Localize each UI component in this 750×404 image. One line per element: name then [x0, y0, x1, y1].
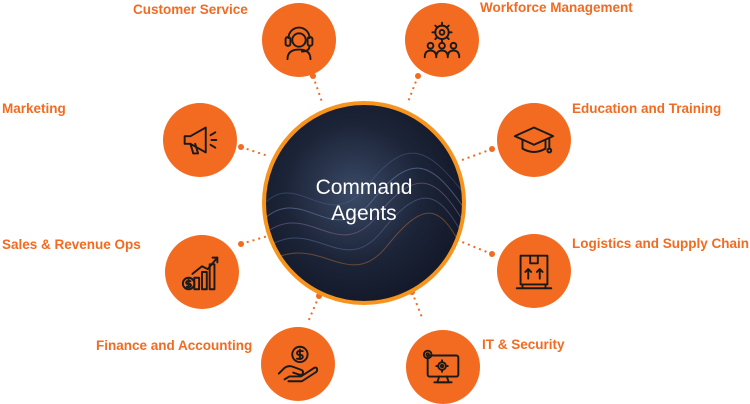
- monitor-gears-icon: [422, 349, 460, 384]
- connector-education: [461, 148, 493, 161]
- label-workforce-management: Workforce Management: [480, 0, 633, 15]
- connector-sales: [240, 235, 269, 245]
- headset-icon: [284, 26, 314, 61]
- label-education-training: Education and Training: [572, 101, 722, 116]
- label-logistics: Logistics and Supply Chain: [572, 236, 750, 251]
- hub-title-line1: Command: [315, 176, 413, 199]
- label-customer-service: Customer Service: [133, 2, 248, 17]
- label-marketing: Marketing: [2, 101, 66, 116]
- connector-dot: [238, 241, 244, 247]
- node-finance: [261, 327, 335, 401]
- connector-logistics: [461, 241, 493, 255]
- node-sales-revenue: [165, 235, 239, 309]
- connector-dot: [489, 251, 495, 257]
- node-customer-service: [262, 3, 336, 77]
- graduation-cap-icon: [513, 126, 555, 154]
- label-finance: Finance and Accounting: [96, 338, 253, 353]
- connector-dot: [415, 73, 421, 79]
- connector-marketing: [240, 146, 269, 157]
- label-it-security: IT & Security: [482, 337, 565, 352]
- connector-dot: [238, 144, 244, 150]
- package-icon: [515, 254, 553, 290]
- label-sales-revenue: Sales & Revenue Ops: [2, 237, 141, 252]
- connector-customer-service: [312, 75, 323, 103]
- node-logistics: [497, 234, 571, 308]
- node-it-security: [406, 330, 480, 404]
- wave-background: [266, 152, 462, 266]
- connector-workforce: [407, 75, 419, 103]
- connector-dot: [489, 146, 495, 152]
- connector-it: [411, 291, 424, 321]
- hub-title-line2: Agents: [331, 202, 397, 225]
- node-education-training: [497, 103, 571, 177]
- megaphone-icon: [183, 126, 218, 155]
- command-agents-hub: Command Agents: [262, 101, 466, 305]
- node-workforce-management: [405, 3, 479, 77]
- growth-chart-icon: [181, 256, 219, 291]
- money-hand-icon: [277, 345, 319, 383]
- node-marketing: [163, 103, 237, 177]
- team-gear-icon: [423, 21, 461, 59]
- hub-title: Command Agents: [266, 175, 462, 227]
